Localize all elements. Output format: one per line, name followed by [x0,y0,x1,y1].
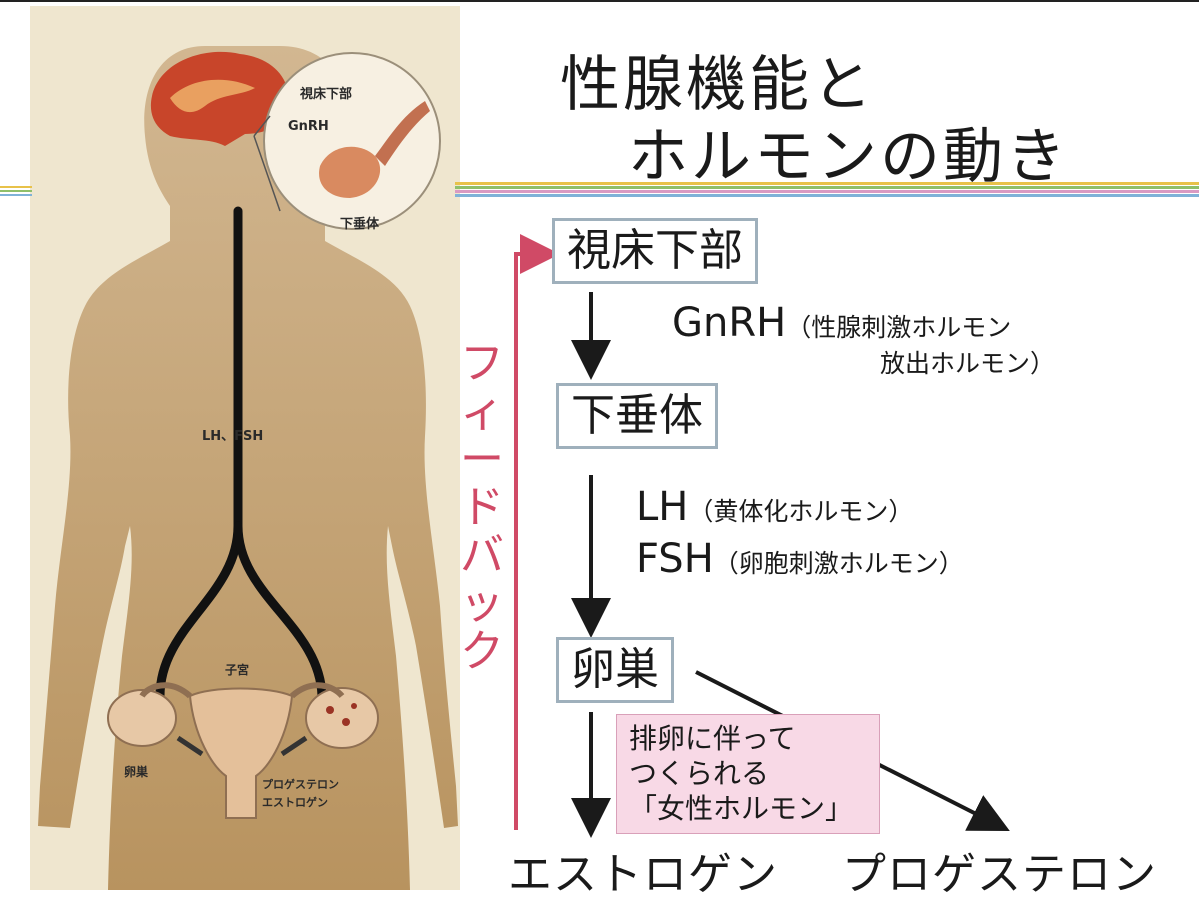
feedback-char: ィ [458,388,506,436]
right-ovary-image [306,688,378,748]
pituitary-box: 下垂体 [556,383,718,449]
hypothalamus-box: 視床下部 [552,218,758,284]
illus-pituitary-label: 下垂体 [340,216,380,232]
illus-progesterone-label: プロゲステロン [262,777,339,791]
gnrh-abbr: GnRH [672,300,786,346]
estrogen-label: エストロゲン [508,838,778,902]
fsh-abbr: FSH [636,536,714,582]
note-line-2: つくられる [629,756,867,791]
fsh-label: FSH（卵胞刺激ホルモン） [636,536,964,582]
left-divider-stub [0,184,32,198]
illus-lh-fsh-label: LH、FSH [202,429,263,444]
feedback-char: ド [458,484,506,532]
illus-uterus-label: 子宮 [225,662,249,677]
note-line-1: 排卵に伴って [629,721,867,756]
illus-ovary-label: 卵巣 [124,764,149,779]
lh-label: LH（黄体化ホルモン） [636,484,913,530]
left-ovary-image [108,690,176,746]
note-line-3: 「女性ホルモン」 [629,791,867,826]
slide-title: 性腺機能と ホルモンの動き [0,0,1199,200]
feedback-char: ッ [458,580,506,628]
feedback-char: フ [458,340,506,388]
lh-abbr: LH [636,484,688,530]
feedback-arrow [516,254,540,830]
gnrh-desc-1: （性腺刺激ホルモン [786,313,1011,342]
feedback-char: ク [458,628,506,676]
lh-desc: （黄体化ホルモン） [688,497,913,526]
fsh-desc: （卵胞刺激ホルモン） [714,549,964,578]
feedback-label: フィードバック [458,340,506,676]
feedback-char: バ [458,532,506,580]
gnrh-label: GnRH（性腺刺激ホルモン [672,300,1011,346]
progesterone-label: プロゲステロン [842,838,1157,902]
illus-estrogen-label: エストロゲン [262,795,328,809]
gnrh-desc-2: 放出ホルモン） [880,344,1055,380]
female-hormone-note: 排卵に伴って つくられる 「女性ホルモン」 [616,714,880,834]
title-divider [455,180,1199,202]
feedback-char: ー [458,436,506,484]
ovary-box: 卵巣 [556,637,674,703]
